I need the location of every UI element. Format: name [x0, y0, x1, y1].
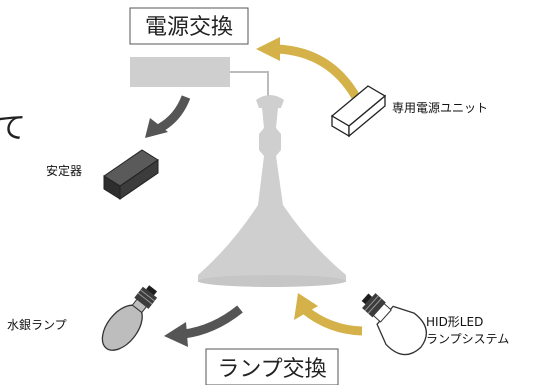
ballast-icon — [103, 149, 159, 200]
install-arrow-hid-led — [302, 306, 363, 336]
dedicated-power-unit-icon — [330, 85, 387, 138]
mercury-lamp-icon — [101, 285, 158, 351]
remove-arrow-ballast — [157, 95, 191, 132]
install-arrow-power-unit — [277, 44, 360, 100]
lamp-swap-title-box: ランプ交換 — [205, 348, 339, 385]
high-bay-light-fixture — [198, 95, 346, 287]
hid-led-lamp-icon — [361, 293, 427, 356]
edge-text-fragment: て — [0, 111, 26, 146]
power-swap-title-box: 電源交換 — [129, 7, 249, 45]
existing-power-box — [130, 57, 230, 87]
power-swap-title: 電源交換 — [145, 15, 233, 40]
hid-led-label-line1: HID形LED — [426, 315, 483, 329]
dedicated-power-unit-label: 専用電源ユニット — [392, 101, 488, 115]
remove-arrow-mercury — [183, 305, 243, 339]
hid-led-label-line2: ランプシステム — [426, 332, 509, 346]
install-arrow-hid-led-head — [294, 293, 318, 320]
install-arrow-power-unit-head — [256, 37, 280, 61]
remove-arrow-mercury-head — [164, 322, 188, 347]
power-wire — [230, 71, 269, 100]
lamp-swap-title: ランプ交換 — [217, 357, 326, 382]
ballast-label: 安定器 — [46, 163, 82, 178]
mercury-lamp-label: 水銀ランプ — [7, 318, 67, 332]
remove-arrow-ballast-head — [145, 118, 168, 138]
